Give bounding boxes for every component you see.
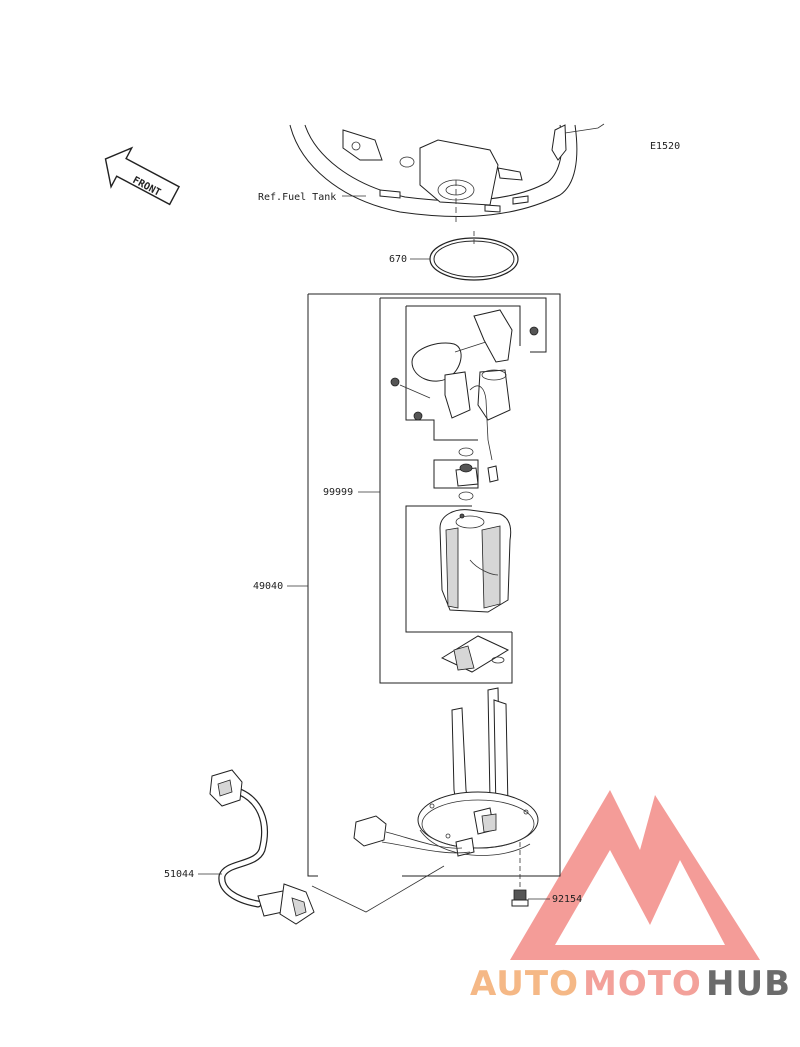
fuel-filter <box>440 635 510 673</box>
watermark-logo <box>510 790 760 960</box>
pump-connector <box>353 815 471 854</box>
svg-text:AUTO: AUTO <box>470 964 579 1004</box>
part-49040-label: 49040 <box>253 581 283 592</box>
part-670-label: 670 <box>389 254 407 265</box>
watermark-text: AUTO MOTO HUB <box>470 964 791 1004</box>
box-99999 <box>379 297 547 684</box>
fuel-level-sender <box>390 309 539 461</box>
pressure-regulator <box>455 447 499 501</box>
bolt-92154 <box>511 889 529 907</box>
ref-fuel-tank-label: Ref.Fuel Tank <box>258 192 336 203</box>
fuel-pump <box>439 509 512 613</box>
part-99999-label: 99999 <box>323 487 353 498</box>
svg-text:HUB: HUB <box>706 964 791 1004</box>
part-51044-label: 51044 <box>164 869 194 880</box>
pump-flange <box>417 791 539 857</box>
front-arrow-icon <box>104 146 181 206</box>
diagram-code: E1520 <box>650 141 680 152</box>
fuel-tank <box>289 123 605 225</box>
svg-text:MOTO: MOTO <box>583 964 702 1004</box>
part-92154-label: 92154 <box>552 894 582 905</box>
o-ring-670 <box>429 231 519 281</box>
wire-harness-51044 <box>209 769 315 925</box>
box-49040 <box>307 293 561 877</box>
